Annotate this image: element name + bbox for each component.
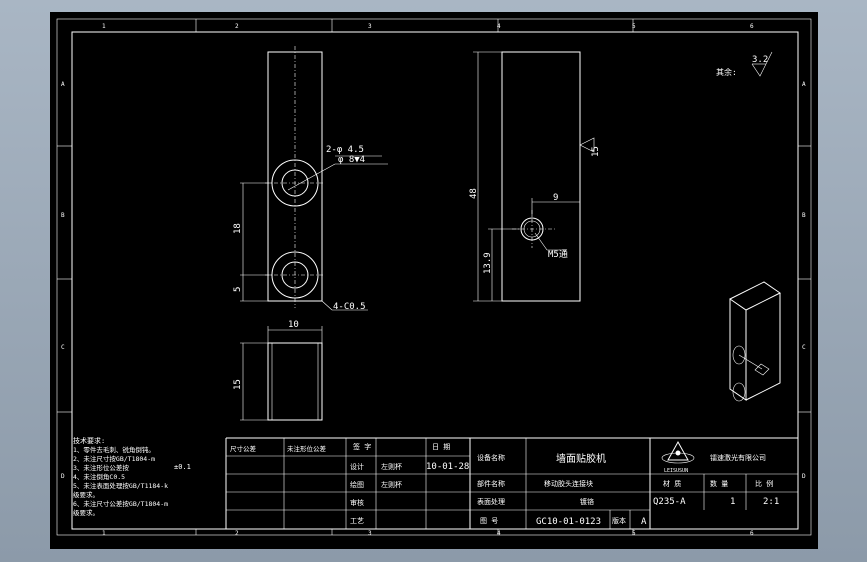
tb-version-label: 版本 bbox=[612, 516, 626, 525]
zone-col-3: 3 bbox=[368, 23, 372, 30]
tb-date-header: 日 期 bbox=[432, 443, 450, 451]
drawing-canvas: 1 2 3 4 5 6 1 2 3 4 5 6 A B C D A B C D … bbox=[56, 18, 812, 537]
tb-equip-value: 墙面贴胶机 bbox=[556, 452, 606, 465]
title-block bbox=[225, 437, 798, 529]
tb-drawing-no: GC10-01-0123 bbox=[536, 517, 601, 527]
zone-row-b: B bbox=[61, 212, 65, 219]
tb-surface-value: 镀铬 bbox=[580, 497, 594, 506]
tb-design-date: 10-01-28 bbox=[426, 462, 469, 472]
tb-design-label: 设计 bbox=[350, 462, 364, 471]
zone-col-1: 1 bbox=[102, 23, 106, 30]
zone-col-6: 6 bbox=[750, 23, 754, 30]
outer-border bbox=[56, 18, 812, 536]
tb-drawing-no-label: 图 号 bbox=[480, 517, 498, 525]
hole-callout-2: φ 8▼4 bbox=[338, 155, 365, 165]
company-logo bbox=[661, 440, 695, 464]
dim-15: 15 bbox=[233, 379, 243, 390]
zone-col-1-bottom: 1 bbox=[102, 530, 106, 537]
tech-note-8: 级要求。 bbox=[73, 508, 99, 517]
tb-company: 镭速激光有限公司 bbox=[710, 453, 766, 462]
zone-col-6-bottom: 6 bbox=[750, 530, 754, 537]
zone-col-4-bottom: 4 bbox=[497, 530, 501, 537]
roughness-value: 3.2 bbox=[752, 55, 768, 65]
zone-row-d-right: D bbox=[802, 473, 806, 480]
tb-scale-label: 比 例 bbox=[755, 479, 773, 488]
zone-row-c-right: C bbox=[802, 344, 806, 351]
tb-part-value: 移动胶头连接块 bbox=[544, 479, 593, 488]
tb-qty-label: 数 量 bbox=[710, 479, 728, 488]
dim-9: 9 bbox=[553, 193, 558, 203]
tech-note-2: 2、未注尺寸按GB/T1804-m bbox=[73, 454, 155, 463]
hole-callout-1: 2-φ 4.5 bbox=[326, 145, 364, 155]
zone-row-d: D bbox=[61, 473, 65, 480]
bottom-view-outline bbox=[267, 342, 323, 421]
tech-note-7: 6、未注尺寸公差按GB/T1804-m bbox=[73, 499, 168, 508]
tb-qty: 1 bbox=[730, 497, 735, 507]
zone-row-c: C bbox=[61, 344, 65, 351]
roughness-label: 其余: bbox=[716, 67, 737, 77]
zone-col-3-bottom: 3 bbox=[368, 530, 372, 537]
isometric-view[interactable] bbox=[729, 281, 781, 402]
logo-wordmark: LEISUSUN bbox=[664, 468, 688, 474]
zone-col-5: 5 bbox=[632, 23, 636, 30]
roughness-symbol bbox=[751, 51, 773, 77]
tech-note-6: 级要求。 bbox=[73, 490, 99, 499]
tb-review-label: 审核 bbox=[350, 498, 364, 507]
side-view[interactable] bbox=[473, 51, 595, 302]
zone-row-a-right: A bbox=[802, 81, 806, 88]
tb-draw-label: 绘图 bbox=[350, 480, 364, 489]
tech-note-3: 3、未注形位公差按 bbox=[73, 463, 129, 472]
flat-mark-triangle bbox=[579, 137, 595, 153]
tech-note-4: 4、未注倒角C0.5 bbox=[73, 472, 125, 481]
front-view[interactable] bbox=[240, 46, 388, 311]
tb-scale: 2:1 bbox=[763, 497, 779, 507]
tech-notes: 技术要求: 1、零件去毛刺、锐角倒钝。 2、未注尺寸按GB/T1804-m 3、… bbox=[73, 436, 191, 517]
dim-48: 48 bbox=[469, 188, 479, 199]
tb-drawer: 左则杯 bbox=[381, 480, 402, 489]
tb-process-label: 工艺 bbox=[350, 517, 364, 525]
tb-material-label: 材 质 bbox=[663, 479, 681, 488]
cad-drawing-sheet[interactable]: 1 2 3 4 5 6 1 2 3 4 5 6 A B C D A B C D … bbox=[50, 12, 818, 549]
bottom-view[interactable] bbox=[240, 326, 323, 421]
side-view-outline bbox=[501, 51, 581, 302]
tb-equip-label: 设备名称 bbox=[477, 453, 505, 462]
chamfer-callout: 4-C0.5 bbox=[333, 302, 366, 312]
tb-part-label: 部件名称 bbox=[477, 479, 505, 488]
tb-size-tolerance: 尺寸公差 bbox=[230, 444, 257, 453]
zone-row-b-right: B bbox=[802, 212, 806, 219]
dim-5: 5 bbox=[233, 287, 243, 292]
tech-note-5: 5、未注表面处理按GB/T1184-k bbox=[73, 481, 168, 490]
tech-note-1: 1、零件去毛刺、锐角倒钝。 bbox=[73, 445, 155, 454]
dim-10: 10 bbox=[288, 320, 299, 330]
tech-note-0: 技术要求: bbox=[73, 436, 105, 445]
flat-mark-value: 15 bbox=[591, 146, 601, 157]
tb-designer: 左则杯 bbox=[381, 462, 402, 471]
zone-col-2-bottom: 2 bbox=[235, 530, 239, 537]
zone-col-2: 2 bbox=[235, 23, 239, 30]
dim-18: 18 bbox=[233, 223, 243, 234]
tb-version: A bbox=[641, 517, 647, 527]
inner-border bbox=[71, 31, 799, 530]
tb-surface-label: 表面处理 bbox=[477, 497, 505, 506]
zone-col-4: 4 bbox=[497, 23, 501, 30]
dim-13-9: 13.9 bbox=[483, 252, 493, 274]
thread-callout: M5通 bbox=[548, 249, 568, 260]
zone-col-5-bottom: 5 bbox=[632, 530, 636, 537]
tb-geo-tolerance: 未注形位公差 bbox=[287, 444, 327, 453]
tb-sign-header: 签 字 bbox=[353, 442, 371, 451]
tb-material: Q235-A bbox=[653, 497, 686, 507]
tolerance-value: ±0.1 bbox=[174, 463, 191, 471]
zone-row-a: A bbox=[61, 81, 65, 88]
zone-column-ticks bbox=[57, 19, 811, 535]
